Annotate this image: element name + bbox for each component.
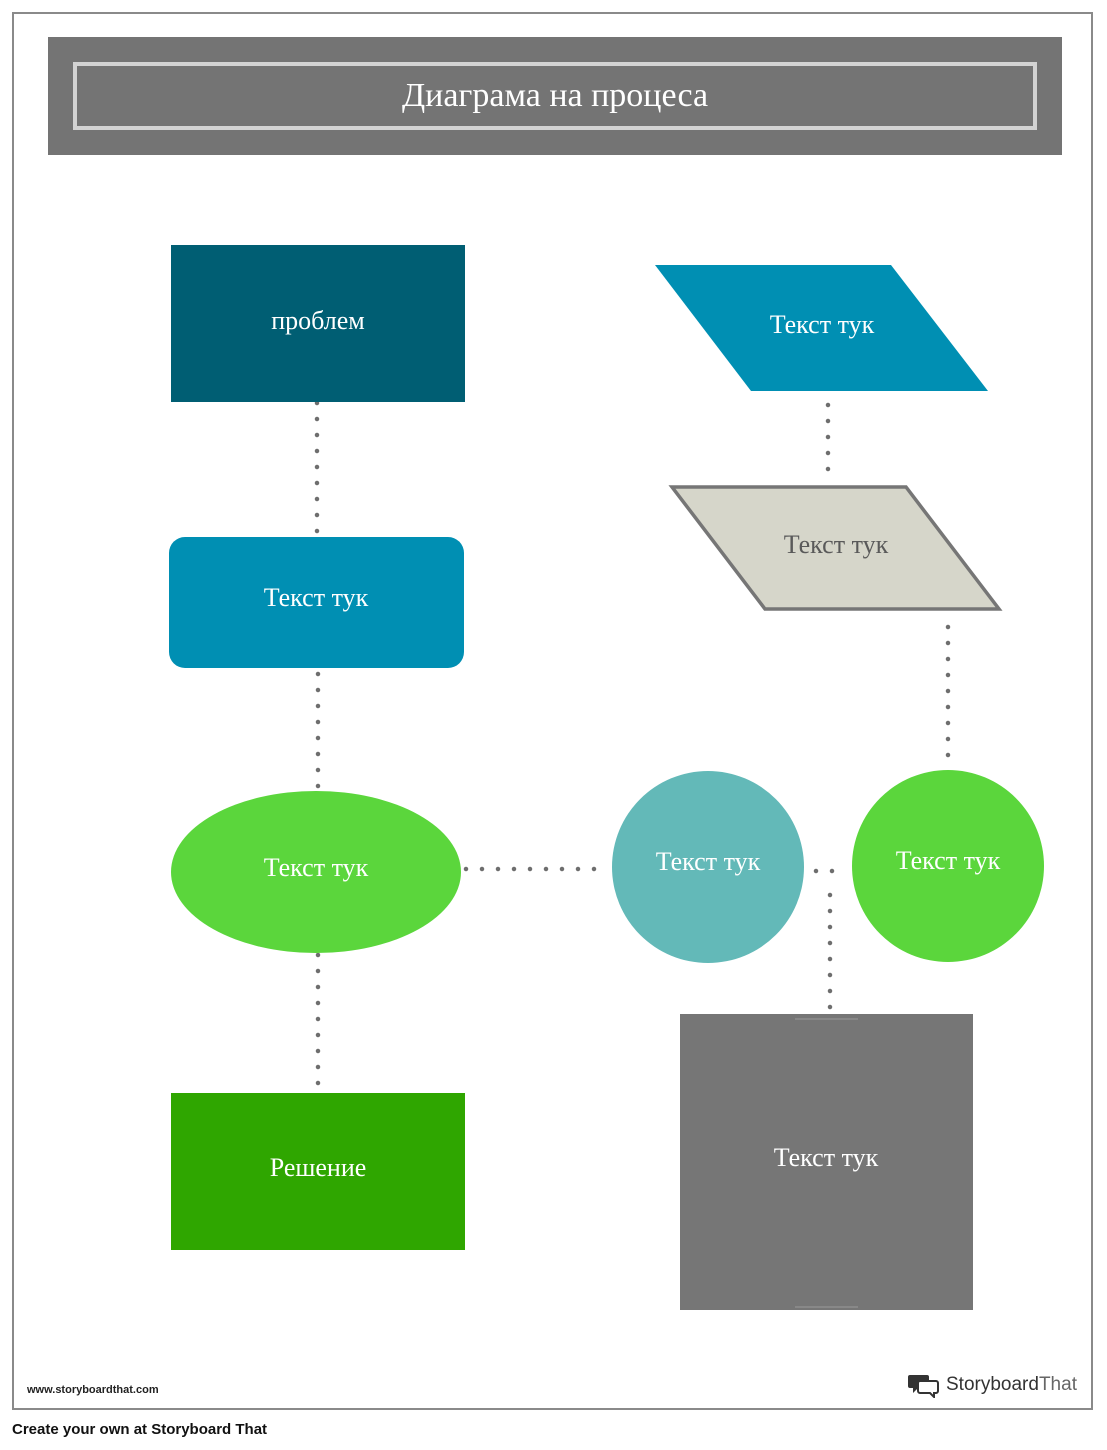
- circle-green-label: Текст тук: [896, 846, 1001, 875]
- parallelogram-beige-shape: [668, 485, 1003, 611]
- brand-name: StoryboardThat: [946, 1374, 1077, 1395]
- square-gray-box: [680, 1014, 973, 1310]
- credit-link[interactable]: Create your own at Storyboard That: [12, 1421, 268, 1438]
- circle-teal-label: Текст тук: [656, 847, 761, 876]
- step-rounded-box: [169, 537, 464, 668]
- solution-box: [171, 1093, 465, 1250]
- problem-box: [171, 245, 465, 402]
- circle-green-shape: [852, 770, 1044, 962]
- circle-teal-shape: [612, 771, 804, 963]
- parallelogram-blue-label: Текст тук: [770, 310, 875, 339]
- page-title: Диаграма на процеса: [401, 77, 709, 114]
- oval-green-shape: [171, 791, 461, 953]
- header-frame: [73, 62, 1037, 130]
- footer-url[interactable]: www.storyboardthat.com: [27, 1384, 159, 1396]
- square-gray-label: Текст тук: [774, 1143, 879, 1172]
- header-band: [48, 37, 1062, 155]
- step-rounded-label: Текст тук: [264, 583, 369, 612]
- solution-label: Решение: [270, 1153, 367, 1182]
- parallelogram-beige-label: Текст тук: [784, 530, 889, 559]
- speech-bubbles-icon: [908, 1372, 940, 1400]
- problem-label: проблем: [271, 306, 364, 335]
- oval-green-label: Текст тук: [264, 853, 369, 882]
- parallelogram-blue-shape: [655, 265, 988, 391]
- brand-logo[interactable]: StoryboardThat: [908, 1372, 1077, 1400]
